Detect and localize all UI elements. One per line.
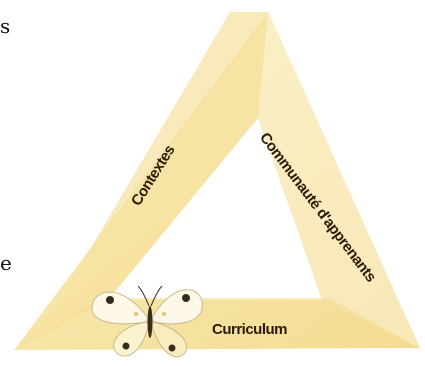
band-facet-left bbox=[14, 12, 268, 350]
butterfly-icon bbox=[91, 285, 203, 358]
text-fragment-bottom: e bbox=[0, 251, 12, 275]
text-fragment-top: s bbox=[0, 14, 11, 38]
band-facet-right bbox=[258, 12, 420, 348]
side-label-curriculum: Curriculum bbox=[212, 321, 287, 338]
